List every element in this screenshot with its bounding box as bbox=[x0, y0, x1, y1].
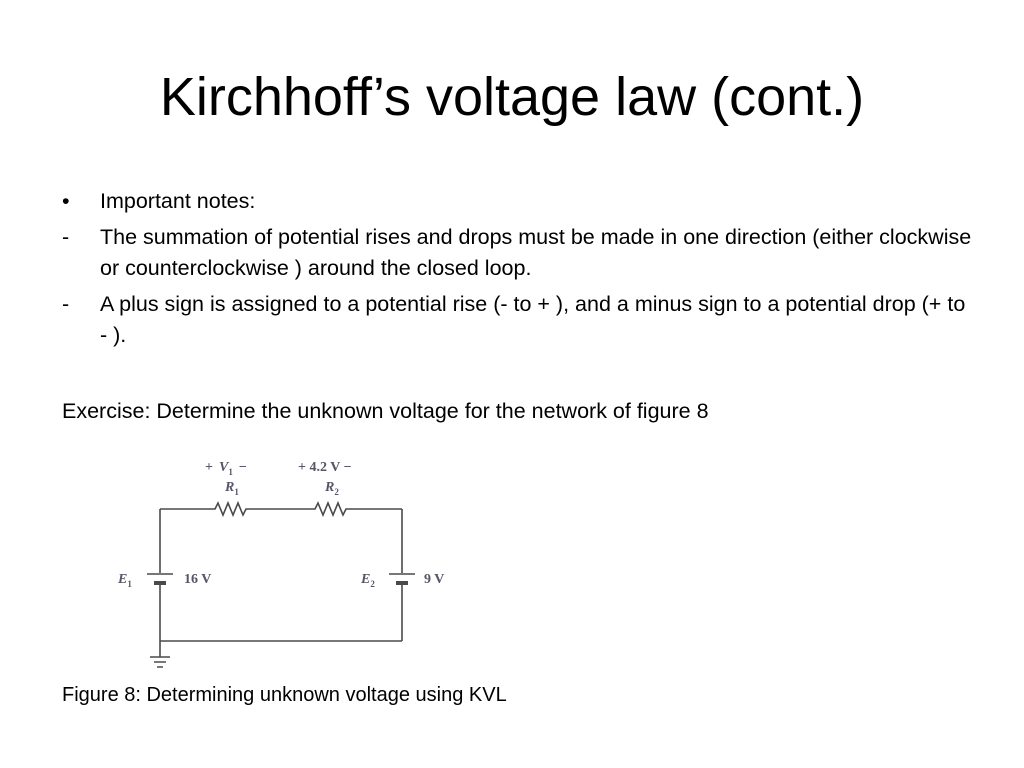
bullet-marker: • bbox=[62, 189, 70, 213]
battery-e2-icon bbox=[389, 573, 415, 585]
battery-e1-icon bbox=[147, 573, 173, 585]
circuit-diagram: +V1− R1 + 4.2 V − R2 E1 16 V E2 9 V bbox=[117, 460, 444, 668]
e1-value: 16 V bbox=[184, 572, 211, 587]
note-item: - A plus sign is assigned to a potential… bbox=[62, 289, 972, 351]
dash-marker: - bbox=[62, 292, 70, 316]
exercise-text: Exercise: Determine the unknown voltage … bbox=[62, 399, 709, 423]
top-wire bbox=[160, 500, 402, 518]
note-item: - The summation of potential rises and d… bbox=[62, 222, 972, 284]
dash-marker: - bbox=[62, 225, 70, 249]
slide-title: Kirchhoff’s voltage law (cont.) bbox=[159, 67, 865, 127]
note-text: The summation of potential rises and dro… bbox=[100, 225, 972, 280]
ground-icon bbox=[150, 656, 170, 668]
r2-label: R2 bbox=[324, 480, 339, 497]
e1-label: E1 bbox=[117, 572, 132, 589]
note-text: Important notes: bbox=[100, 189, 256, 213]
note-item: • Important notes: bbox=[62, 186, 972, 217]
e2-value: 9 V bbox=[424, 572, 444, 587]
r1-voltage-label: +V1− bbox=[205, 460, 247, 477]
r1-label: R1 bbox=[224, 480, 239, 497]
notes-list: • Important notes: - The summation of po… bbox=[62, 186, 972, 356]
r2-voltage-label: + 4.2 V − bbox=[298, 460, 352, 475]
figure-caption: Figure 8: Determining unknown voltage us… bbox=[62, 684, 507, 706]
note-text: A plus sign is assigned to a potential r… bbox=[100, 292, 966, 347]
e2-label: E2 bbox=[360, 572, 375, 589]
